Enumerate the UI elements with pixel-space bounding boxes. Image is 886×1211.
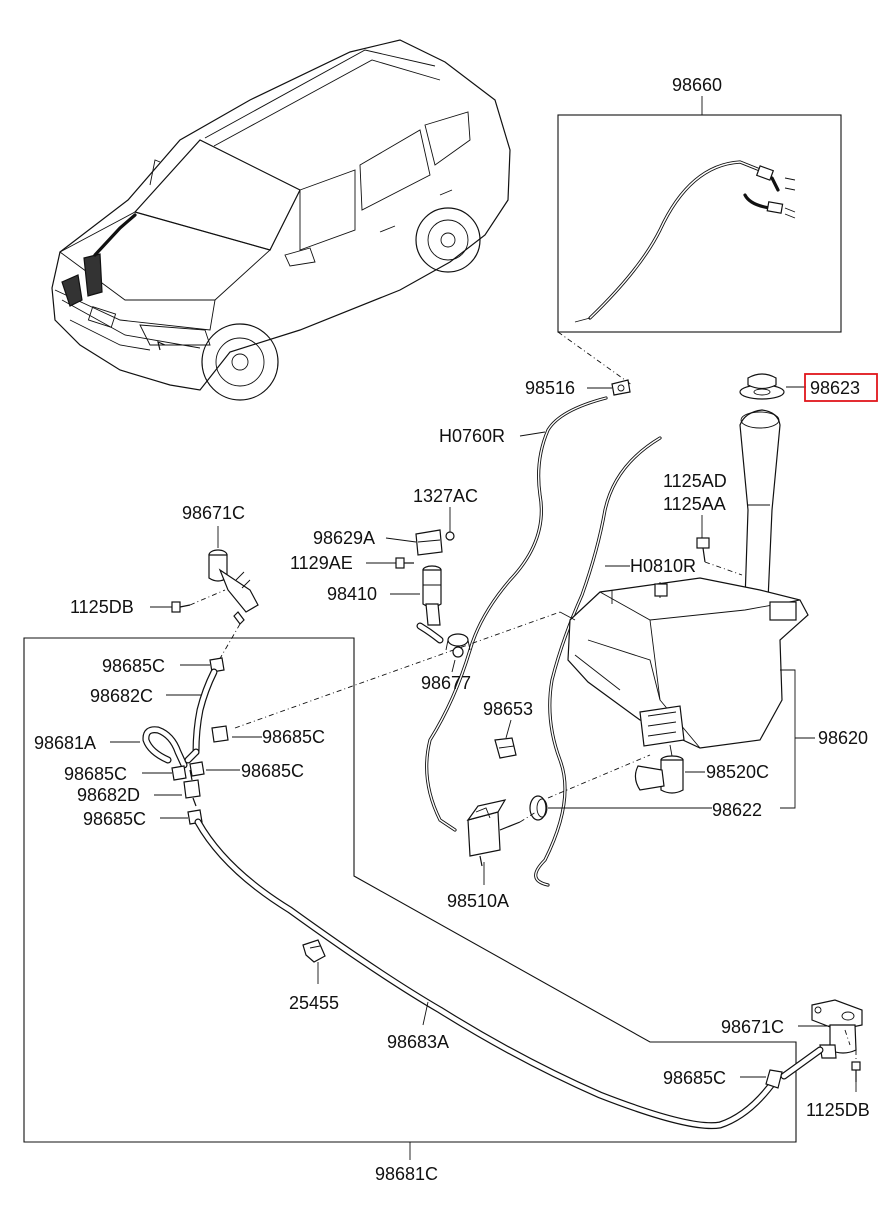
nozzle-98671c-left [208, 549, 259, 625]
label-98682d: 98682D [77, 785, 140, 805]
label-98629a: 98629A [313, 528, 375, 548]
label-98685c-6: 98685C [663, 1068, 726, 1088]
label-98520c: 98520C [706, 762, 769, 782]
reservoir-98620 [567, 409, 809, 749]
highlight-98623 [804, 373, 878, 402]
label-98685c-5: 98685C [83, 809, 146, 829]
vehicle-illustration [51, 39, 511, 401]
label-98682c: 98682C [90, 686, 153, 706]
label-h0810r: H0810R [630, 556, 696, 576]
label-1125aa: 1125AA [663, 494, 726, 514]
label-98683a: 98683A [387, 1032, 449, 1052]
label-98653: 98653 [483, 699, 533, 719]
label-1327ac: 1327AC [413, 486, 478, 506]
cap-98623 [739, 373, 785, 400]
label-h0760r: H0760R [439, 426, 505, 446]
clip-98685c-4 [189, 761, 205, 777]
label-1125db-right: 1125DB [806, 1100, 870, 1120]
label-98685c-4: 98685C [241, 761, 304, 781]
label-98410: 98410 [327, 584, 377, 604]
hose-98681a [142, 726, 200, 769]
label-1125ad: 1125AD [663, 471, 727, 491]
connector-98682d [183, 769, 201, 807]
bolt-1125db-right [851, 1050, 861, 1082]
label-1125db-left: 1125DB [70, 597, 134, 617]
nut-1327ac [445, 531, 455, 541]
leader-kit-to-nozzle [557, 331, 633, 386]
clip-98685c-2 [211, 725, 229, 743]
bolt-1125ad [696, 537, 743, 576]
kit-98660-hose [574, 160, 796, 323]
label-98685c-1: 98685C [102, 656, 165, 676]
label-98623: 98623 [810, 378, 860, 398]
label-98622: 98622 [712, 800, 762, 820]
label-98681a: 98681A [34, 733, 96, 753]
hose-98683a [194, 818, 779, 1130]
label-98660: 98660 [672, 75, 722, 95]
clip-98685c-1 [209, 657, 225, 673]
clamp-98677 [445, 633, 471, 658]
nozzle-98671c-right [811, 999, 863, 1059]
pump-98410 [422, 565, 442, 626]
label-98516: 98516 [525, 378, 575, 398]
label-25455: 25455 [289, 993, 339, 1013]
clip-25455 [302, 939, 326, 963]
bolt-1125db-left [171, 589, 226, 613]
nozzle-98516 [611, 379, 631, 396]
kit-98660-box [557, 114, 842, 333]
label-98510a: 98510A [447, 891, 509, 911]
clip-98685c-6 [765, 1069, 783, 1089]
label-98681c: 98681C [375, 1164, 438, 1184]
grommet-98622 [529, 795, 548, 821]
bolt-1129ae [395, 557, 414, 569]
pump-98410-elbow [416, 622, 444, 644]
clip-98653 [494, 737, 517, 759]
label-98685c-3: 98685C [64, 764, 127, 784]
pump-98520c [634, 755, 684, 794]
label-1129ae: 1129AE [290, 553, 353, 573]
label-98677: 98677 [421, 673, 471, 693]
pump-98510a [466, 799, 537, 867]
hose-98682c [192, 668, 218, 756]
bracket-98629a [415, 529, 443, 556]
label-98671c-right: 98671C [721, 1017, 784, 1037]
leader-pump-to-tank [234, 611, 561, 729]
label-98671c-left: 98671C [182, 503, 245, 523]
label-98620: 98620 [818, 728, 868, 748]
hose-h0810r [534, 436, 662, 887]
hose-h0760r [425, 396, 608, 832]
clip-98685c-3 [171, 765, 187, 781]
assembly-98681c-box [23, 637, 797, 1143]
label-98685c-2: 98685C [262, 727, 325, 747]
